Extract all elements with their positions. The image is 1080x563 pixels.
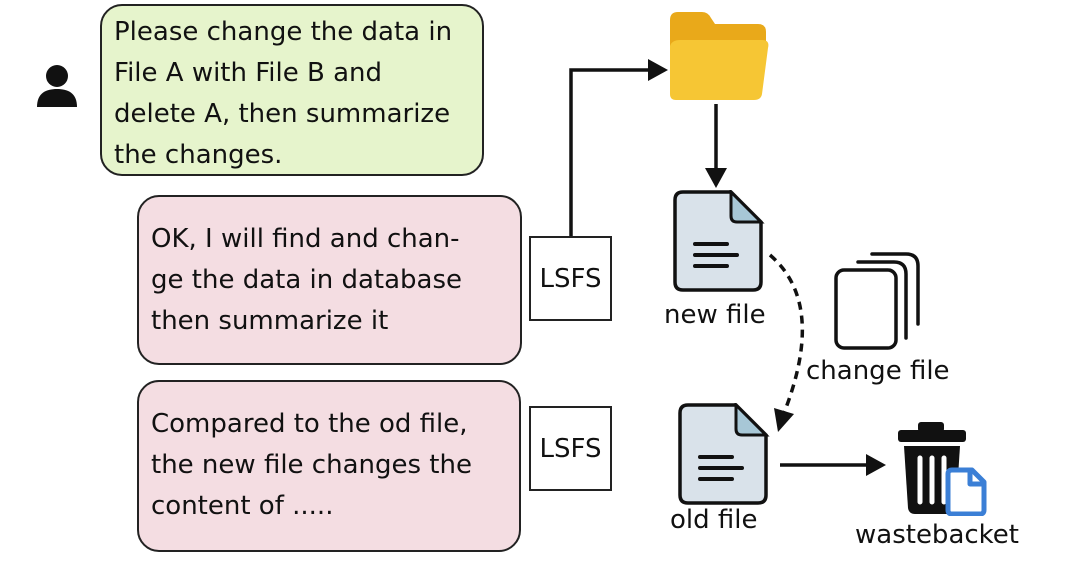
agent-reply-bubble: OK, I will find and chan- ge the data in… <box>137 195 522 365</box>
wastebasket-label: wastebacket <box>855 520 1019 550</box>
folder-icon <box>670 12 769 100</box>
new-file-document-icon <box>673 190 765 292</box>
lsfs-to-folder-arrow <box>569 68 658 236</box>
copy-icon <box>834 252 920 350</box>
agent-reply-line: then summarize it <box>151 306 389 336</box>
trash-icon <box>898 422 987 516</box>
change-file-dashed-arrow <box>768 253 805 419</box>
lsfs-box-top: LSFS <box>529 236 612 321</box>
user-icon <box>37 65 77 107</box>
old-file-label: old file <box>670 505 758 535</box>
lsfs-label: LSFS <box>539 263 602 294</box>
summary-reply-line: the new file changes the <box>151 450 472 480</box>
change-file-label: change file <box>806 356 950 386</box>
old-file-document-icon <box>678 403 770 505</box>
user-request-line: the changes. <box>114 140 283 170</box>
lsfs-box-bottom: LSFS <box>529 406 612 491</box>
summary-reply-line: Compared to the od file, <box>151 409 468 439</box>
summary-reply-bubble: Compared to the od file, the new file ch… <box>137 380 521 552</box>
user-request-line: File A with File B and <box>114 58 383 88</box>
summary-reply-line: content of ..... <box>151 491 334 521</box>
new-file-label: new file <box>664 300 766 330</box>
user-request-bubble: Please change the data in File A with Fi… <box>100 4 484 176</box>
user-request-line: delete A, then summarize <box>114 99 451 129</box>
user-request-line: Please change the data in <box>114 17 453 47</box>
agent-reply-line: OK, I will find and chan- <box>151 224 460 254</box>
lsfs-label: LSFS <box>539 433 602 464</box>
agent-reply-line: ge the data in database <box>151 265 463 295</box>
